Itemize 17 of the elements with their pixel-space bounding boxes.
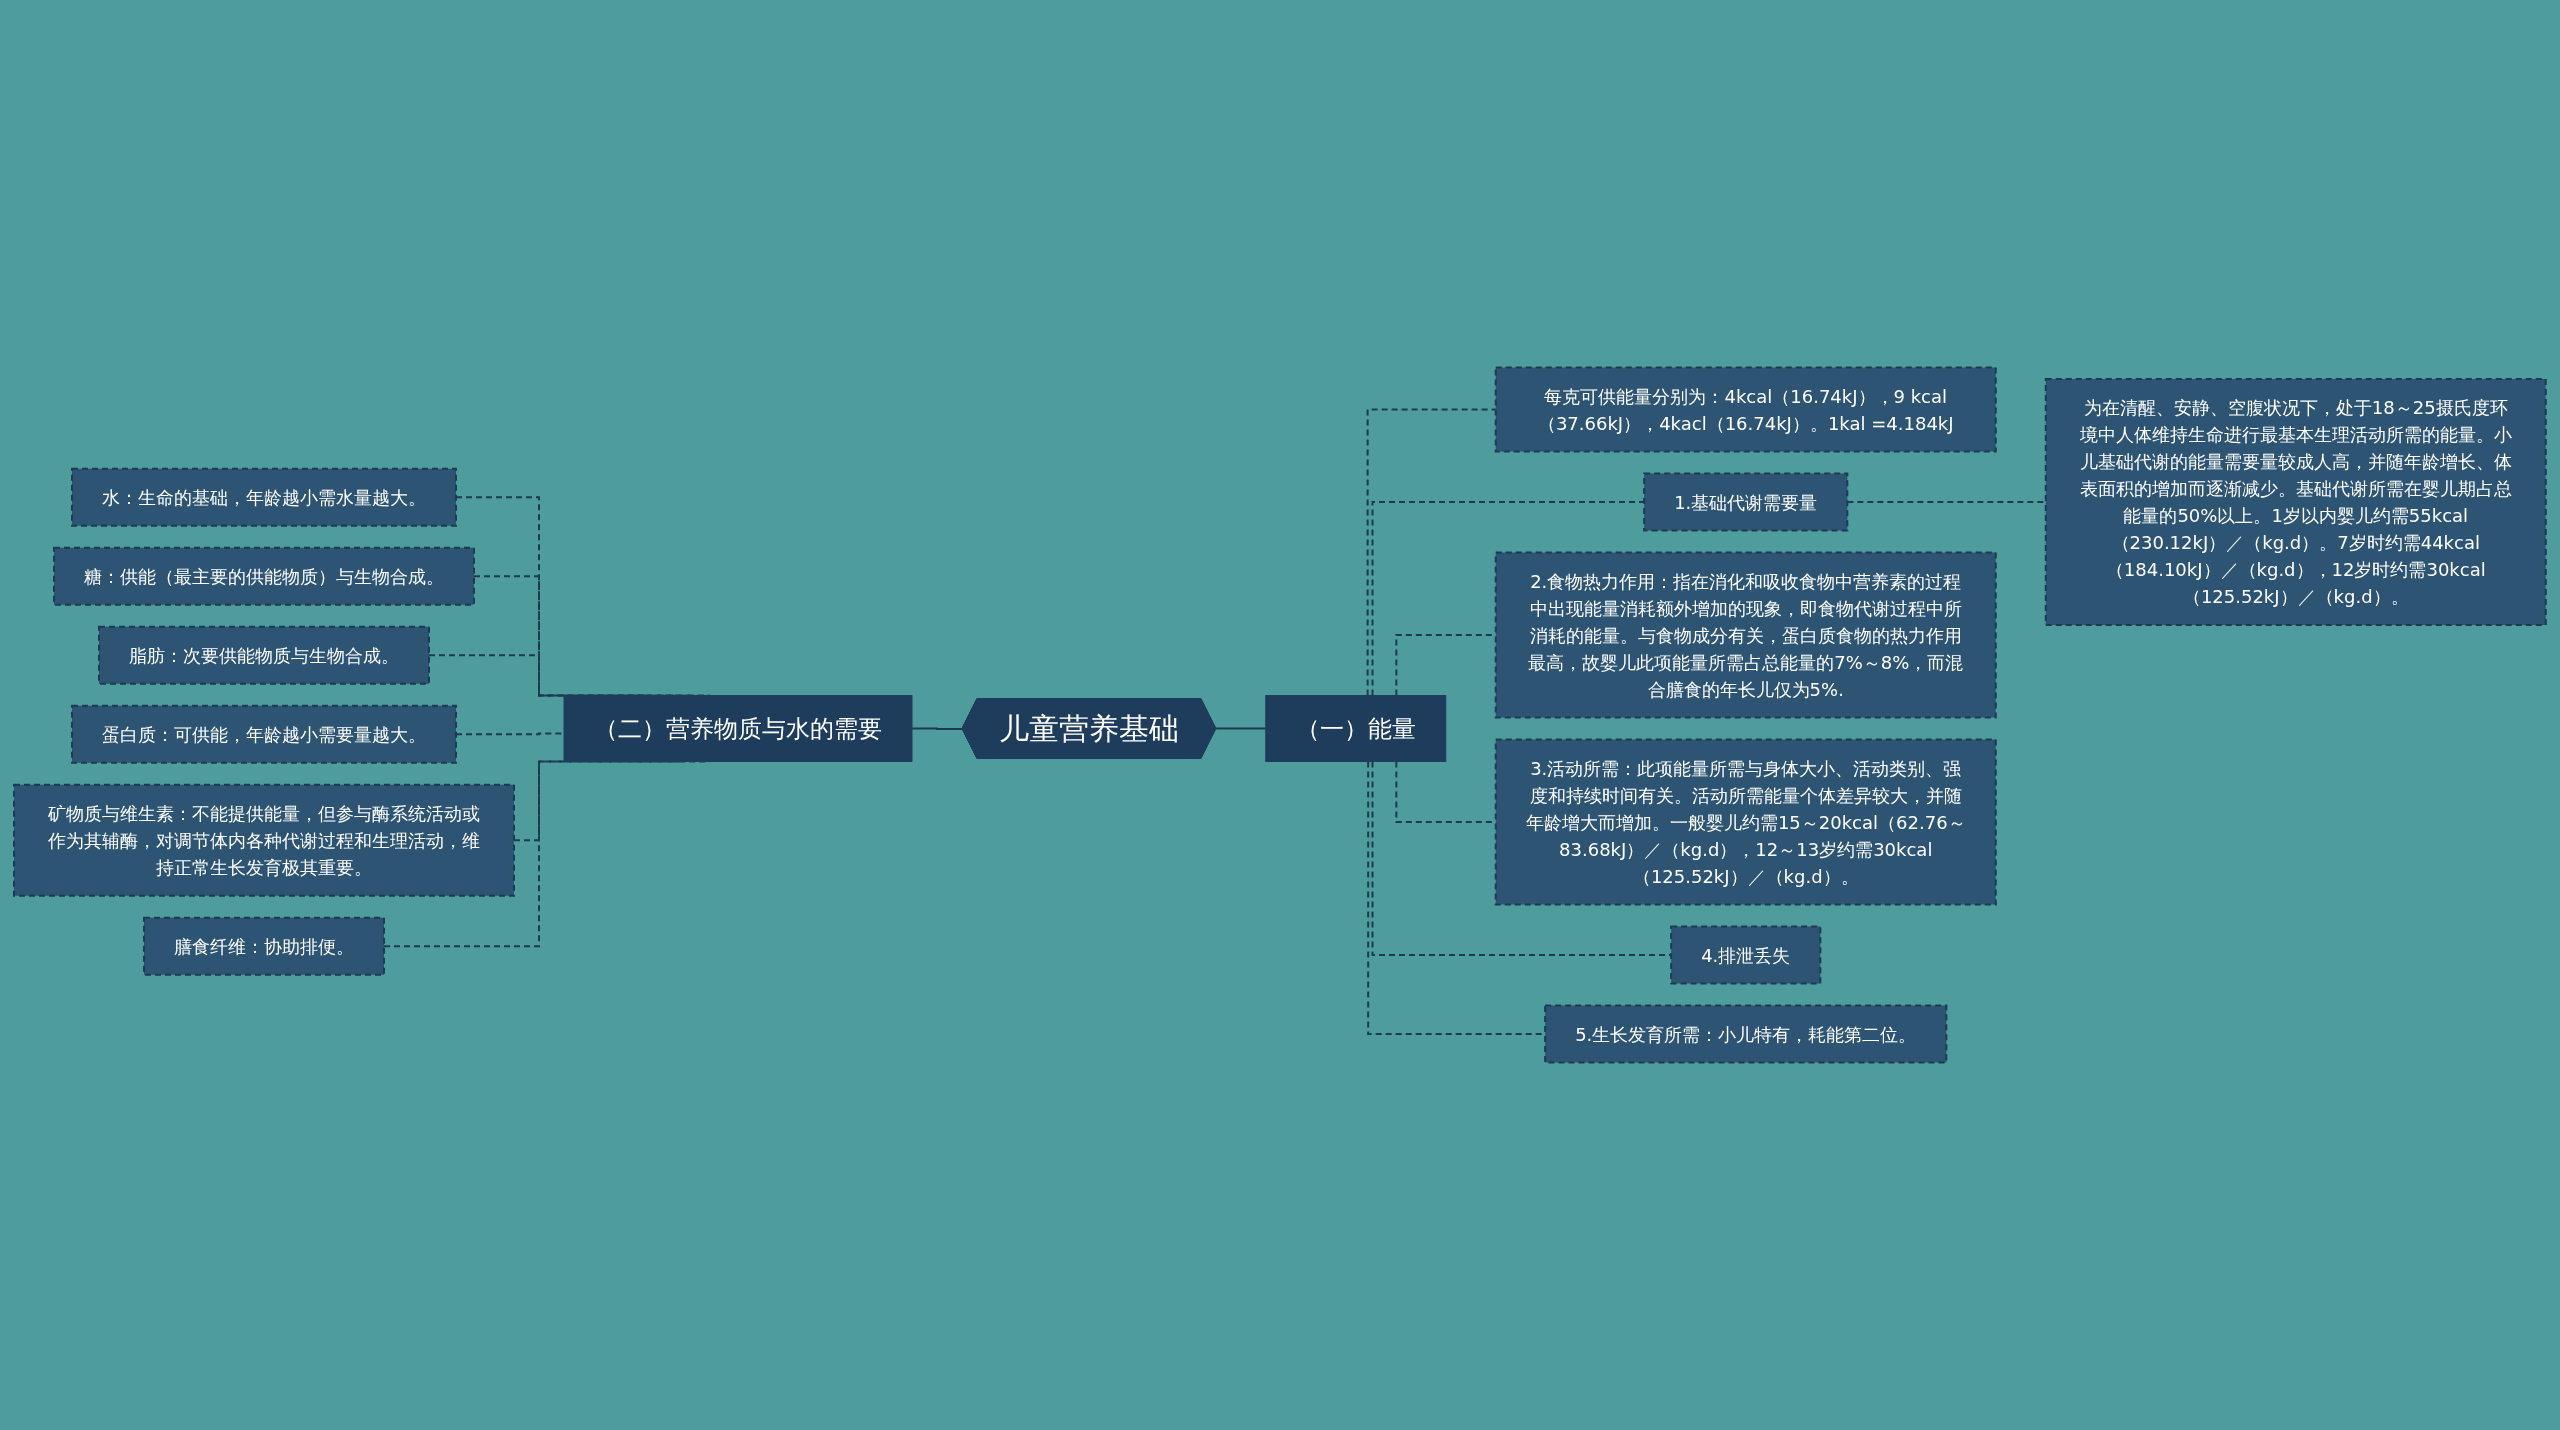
node-box: 膳食纤维：协助排便。 — [143, 916, 386, 976]
node-box: 每克可供能量分别为：4kcal（16.74kJ），9 kcal（37.66kJ），4kacl（16.74kJ）。1kal =4.184kJ — [1494, 366, 1997, 453]
node-box: 2.食物热力作用：指在消化和吸收食物中营养素的过程中出现能量消耗额外增加的现象，即食物代谢过程中所消耗的能量。与食物成分有关，蛋白质食物的热力作用最高，故婴儿此项能量所需占总能量的7%～8%，而混合膳食的年长儿仅为5%. — [1494, 551, 1997, 719]
node-box: （二）营养物质与水的需要 — [563, 695, 913, 762]
node-box: 3.活动所需：此项能量所需与身体大小、活动类别、强度和持续时间有关。活动所需能量个体差异较大，并随年龄增大而增加。一般婴儿约需15～20kcal（62.76～83.68kJ）／（kg.d），12～13岁约需30kcal（125.52kJ）／（kg.d）。 — [1494, 738, 1997, 906]
node-box: 4.排泄丢失 — [1670, 925, 1822, 985]
connector — [911, 727, 964, 730]
node-box: （一）能量 — [1265, 695, 1447, 762]
node-box: 糖：供能（最主要的供能物质）与生物合成。 — [53, 546, 476, 606]
node-box: 水：生命的基础，年龄越小需水量越大。 — [71, 467, 458, 527]
node-box: 5.生长发育所需：小儿特有，耗能第二位。 — [1544, 1004, 1948, 1064]
node-box: 矿物质与维生素：不能提供能量，但参与酶系统活动或作为其辅酶，对调节体内各种代谢过程和生理活动，维持正常生长发育极其重要。 — [13, 783, 516, 897]
node-box: 蛋白质：可供能，年龄越小需要量越大。 — [71, 704, 458, 764]
node-box: 为在清醒、安静、空腹状况下，处于18～25摄氏度环境中人体维持生命进行最基本生理活动所需的能量。小儿基础代谢的能量需要量较成人高，并随年龄增长、体表面积的增加而逐渐减少。基础代谢所需在婴儿期占总能量的50%以上。1岁以内婴儿约需55kcal（230.12kJ）／（kg.d）。7岁时约需44kcal（184.10kJ）／（kg.d），12岁时约需30kcal（125.52kJ）／（kg.d）。 — [2044, 378, 2547, 626]
connector — [1215, 727, 1267, 730]
node-box: 1.基础代谢需要量 — [1643, 472, 1849, 532]
node-box: 脂肪：次要供能物质与生物合成。 — [98, 625, 431, 685]
